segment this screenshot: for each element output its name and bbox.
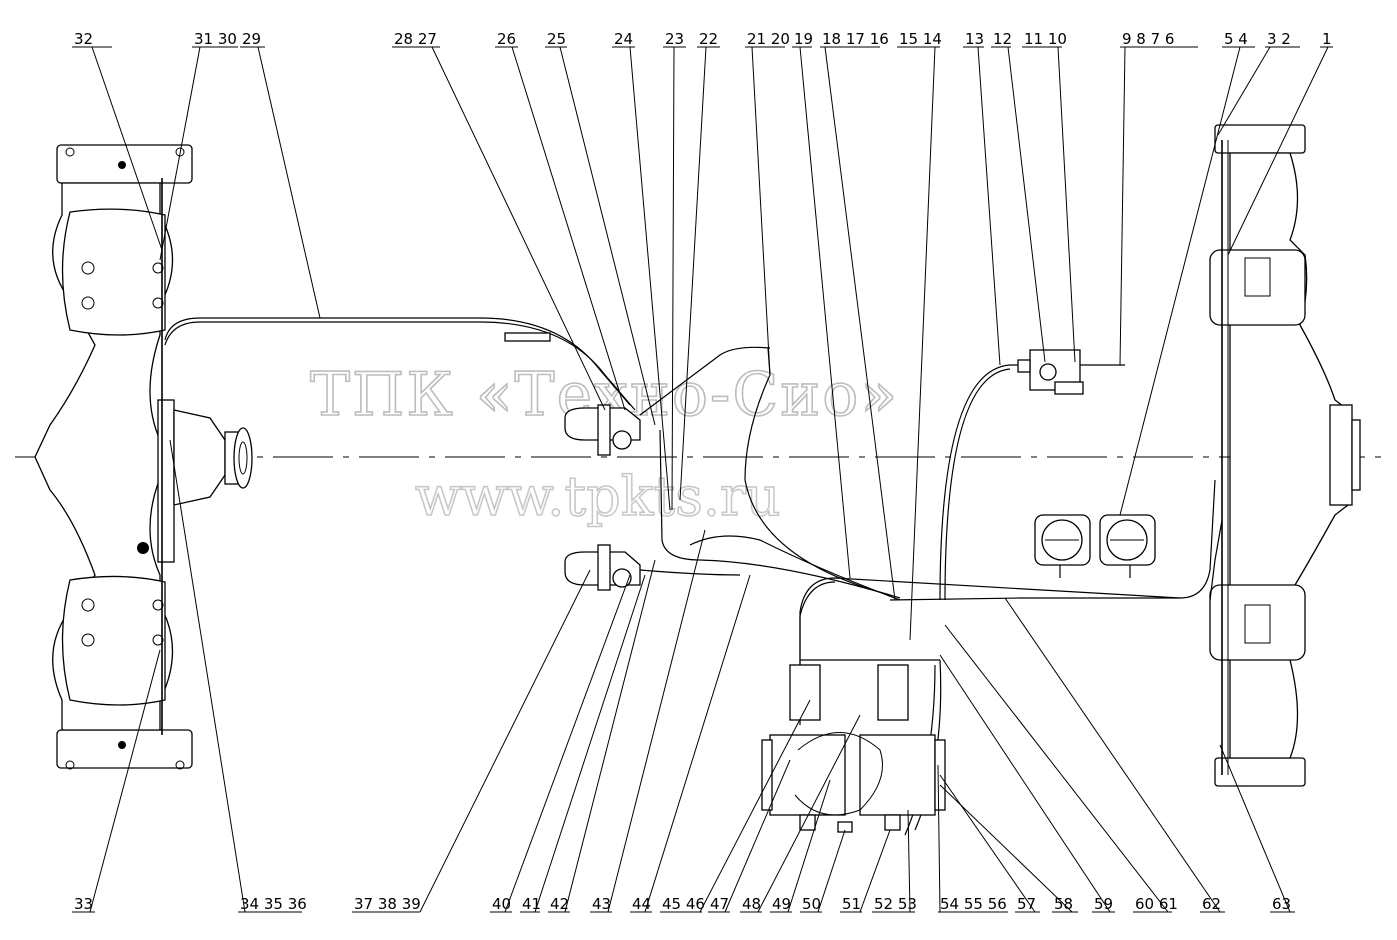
callout-label: 41: [522, 895, 541, 913]
callout-label: 42: [550, 895, 569, 913]
callout-label: 44: [632, 895, 651, 913]
callout-label: 18 17 16: [822, 30, 889, 48]
callout-label: 49: [772, 895, 791, 913]
callout-label: 22: [699, 30, 718, 48]
brake-chambers: [564, 404, 641, 591]
bottom-callouts: 33 34 35 36 37 38 39 40 41 42 43 44 45 4…: [74, 895, 1291, 913]
callout-label: 47: [710, 895, 729, 913]
callout-label: 12: [993, 30, 1012, 48]
callout-label: 13: [965, 30, 984, 48]
leader-lines-bottom: [72, 439, 1295, 913]
callout-label: 43: [592, 895, 611, 913]
callout-label: 19: [794, 30, 813, 48]
callout-label: 15 14: [899, 30, 942, 48]
callout-label: 21 20: [747, 30, 790, 48]
callout-label: 54 55 56: [940, 895, 1007, 913]
callout-label: 51: [842, 895, 861, 913]
leader-lines: [72, 46, 1333, 641]
callout-label: 33: [74, 895, 93, 913]
callout-label: 63: [1272, 895, 1291, 913]
callout-label: 31 30: [194, 30, 237, 48]
callout-label: 58: [1054, 895, 1073, 913]
callout-label: 25: [547, 30, 566, 48]
callout-label: 23: [665, 30, 684, 48]
callout-label: 28 27: [394, 30, 437, 48]
callout-label: 11 10: [1024, 30, 1067, 48]
callout-label: 34 35 36: [240, 895, 307, 913]
callout-label: 24: [614, 30, 633, 48]
callout-label: 3 2: [1267, 30, 1291, 48]
callout-label: 62: [1202, 895, 1221, 913]
callout-label: 40: [492, 895, 511, 913]
callout-label: 52 53: [874, 895, 917, 913]
callout-label: 48: [742, 895, 761, 913]
callout-label: 59: [1094, 895, 1113, 913]
callout-label: 50: [802, 895, 821, 913]
callout-label: 29: [242, 30, 261, 48]
callout-label: 57: [1017, 895, 1036, 913]
callout-label: 1: [1322, 30, 1332, 48]
rear-axle: [1209, 124, 1361, 787]
callout-label: 5 4: [1224, 30, 1248, 48]
valve-block: [1017, 349, 1084, 395]
callout-label: 37 38 39: [354, 895, 421, 913]
front-axle: [34, 144, 253, 770]
callout-label: 32: [74, 30, 93, 48]
callout-label: 26: [497, 30, 516, 48]
callout-label: 60 61: [1135, 895, 1178, 913]
callout-label: 45 46: [662, 895, 705, 913]
pressure-gauges: [1034, 514, 1156, 566]
brake-valve-assembly: [761, 664, 946, 833]
top-callouts: 32 31 30 29 28 27 26 25 24 23 22 21 20 1…: [74, 30, 1332, 48]
callout-label: 9 8 7 6: [1122, 30, 1174, 48]
watermark-url: www.tpkts.ru: [415, 465, 781, 528]
